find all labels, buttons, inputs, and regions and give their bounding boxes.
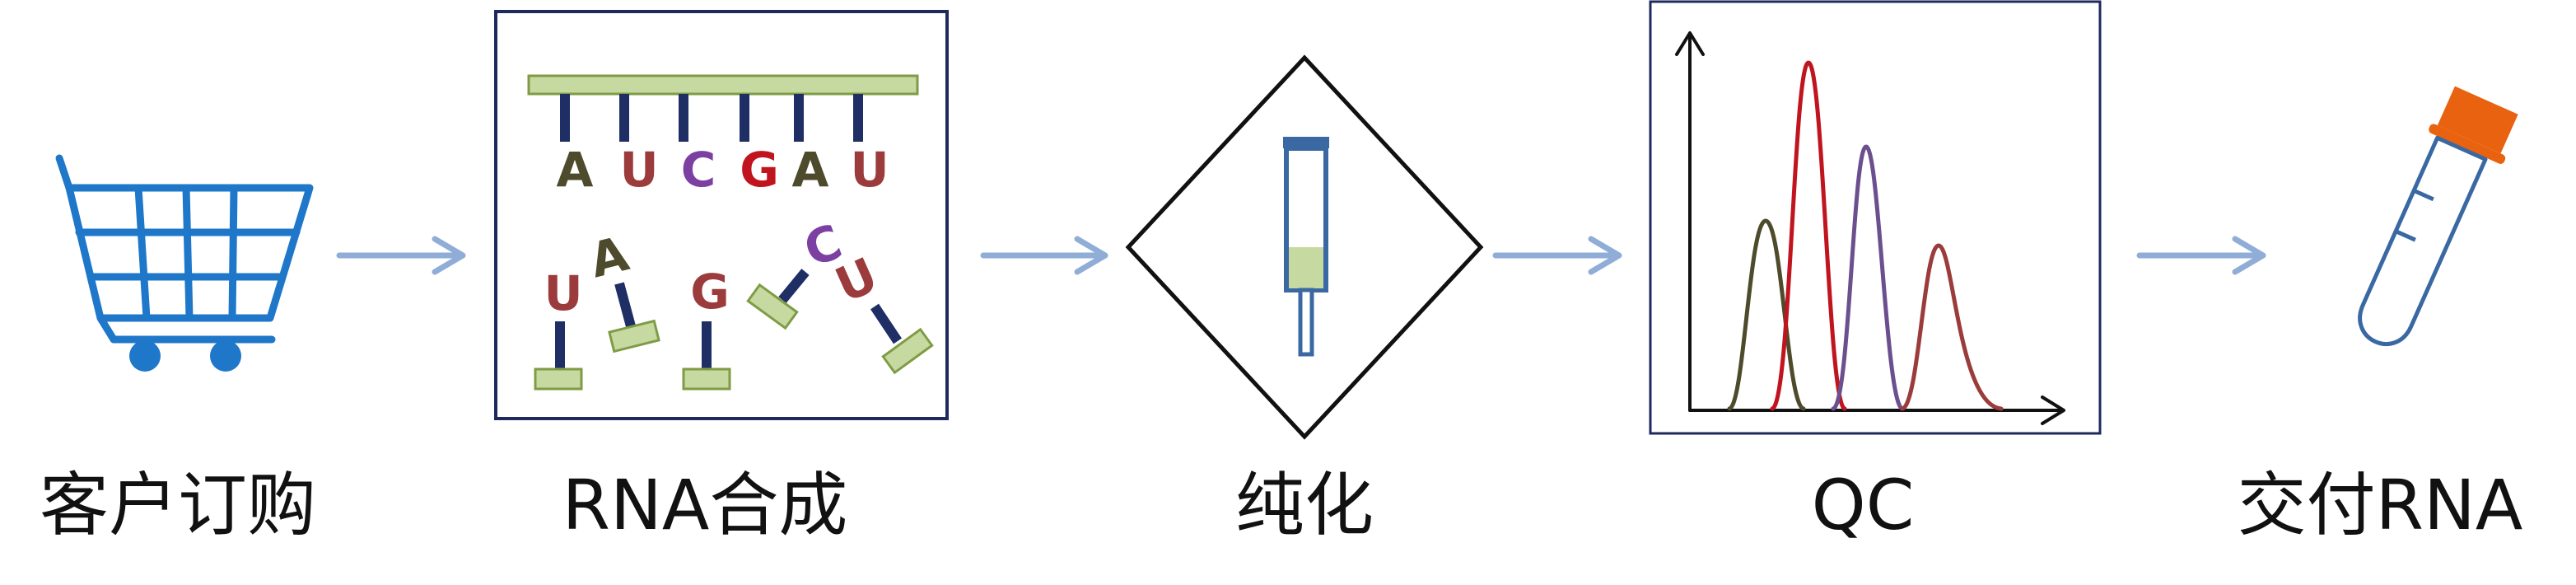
rna-synthesis-icon: A U C G A U U A G C <box>494 10 949 420</box>
step-label-synthesis: RNA合成 <box>562 465 848 545</box>
sample-tube-icon <box>2358 86 2518 346</box>
base-letter: U <box>544 265 582 321</box>
flow-arrow <box>980 236 1108 275</box>
purification-column-icon <box>1125 54 1484 440</box>
base-letter: A <box>792 142 829 198</box>
base-letter: U <box>850 142 889 198</box>
chromatogram-peak <box>1770 60 1847 411</box>
step-label-order: 客户订购 <box>40 465 316 545</box>
free-nucleotide: U <box>534 265 583 391</box>
chromatogram-peak <box>1831 144 1905 411</box>
chromatogram-peak <box>1900 243 2004 411</box>
base-letter: A <box>557 142 594 198</box>
rna-backbone <box>527 74 919 96</box>
free-nucleotide: G <box>682 264 731 391</box>
chromatogram-peak <box>1727 218 1806 411</box>
flow-arrow <box>2136 236 2266 275</box>
base-letter: C <box>681 142 716 198</box>
flow-arrow <box>336 236 466 275</box>
step-label-purification: 纯化 <box>1235 465 1374 545</box>
qc-chromatogram-icon <box>1649 0 2102 435</box>
base-letter: G <box>690 264 730 320</box>
base-letter: U <box>619 142 658 198</box>
step-label-qc: QC <box>1812 465 1915 545</box>
shopping-cart-icon <box>55 154 314 372</box>
flow-arrow <box>1492 236 1622 275</box>
base-letter: G <box>740 142 779 198</box>
step-label-delivery: 交付RNA <box>2238 465 2523 545</box>
